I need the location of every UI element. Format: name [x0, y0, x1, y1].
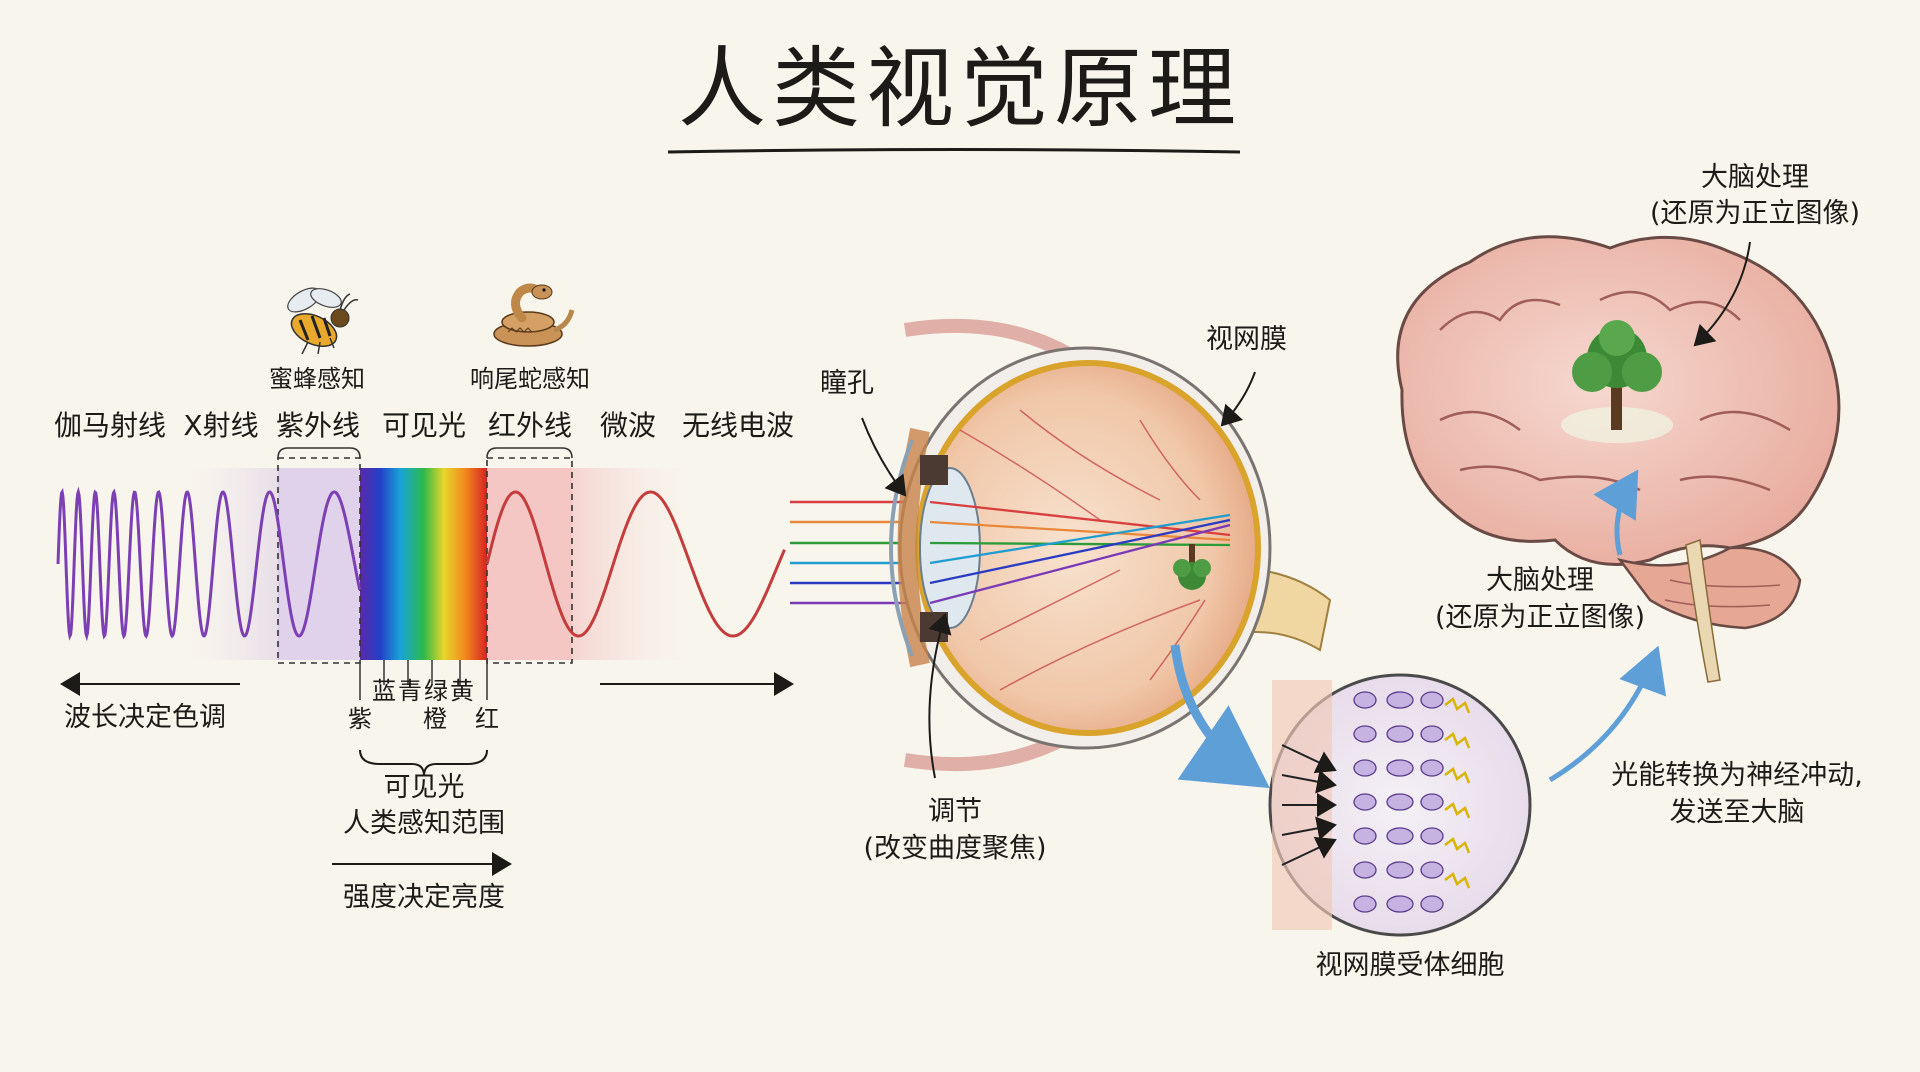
receptor-cell [1386, 861, 1414, 879]
refracted-rays [929, 500, 1231, 605]
brain-mid-label: 大脑处理 [1486, 565, 1594, 596]
visible-brace [359, 749, 488, 777]
receptor-cell [1420, 759, 1444, 777]
band-xray: X射线 [183, 409, 259, 442]
receptor-cell [1386, 759, 1414, 777]
receptor-cell [1353, 827, 1377, 845]
color-green: 绿 [424, 677, 448, 705]
accommodation-pointer [928, 613, 952, 779]
visible-light-range: 人类感知范围 [343, 808, 505, 839]
title-underline [667, 148, 1241, 154]
band-microwave: 微波 [599, 409, 657, 442]
visible-band [360, 468, 487, 660]
receptor-cell [1420, 793, 1444, 811]
color-cyan: 青 [398, 677, 422, 705]
receptor-cell [1386, 895, 1414, 913]
pupil-label: 瞳孔 [820, 368, 874, 399]
band-infrared: 红外线 [487, 409, 573, 442]
receptor-cell [1386, 725, 1414, 743]
brain-illustration [1396, 235, 1841, 683]
retina-pointer [1220, 371, 1256, 427]
brain-inner-arrow [1593, 469, 1639, 556]
accommodation-label: 调节 [928, 796, 982, 827]
color-yellow: 黄 [450, 677, 474, 705]
microwave-haze [572, 468, 682, 660]
receptor-cell [1353, 895, 1377, 913]
receptor-cell [1353, 759, 1377, 777]
receptor-cell [1386, 827, 1414, 845]
band-radio: 无线电波 [681, 409, 795, 442]
receptor-cell [1420, 725, 1444, 743]
wavelength-label: 波长决定色调 [64, 702, 226, 733]
receptor-cell [1353, 725, 1377, 743]
brain-top-pointer [1693, 241, 1751, 347]
color-ticks [359, 660, 488, 700]
receptor-cell [1420, 691, 1444, 709]
accommodation-note: (改变曲度聚焦) [863, 833, 1047, 864]
color-red: 红 [475, 705, 499, 733]
page-title: 人类视觉原理 [677, 37, 1242, 140]
receptor-cell [1420, 861, 1444, 879]
ir-band [487, 468, 572, 660]
short-wave [56, 486, 362, 642]
color-orange: 橙 [423, 705, 447, 733]
receptor-cell [1386, 793, 1414, 811]
cells-to-brain-arrow [1548, 645, 1667, 783]
visible-light-title: 可见光 [383, 772, 465, 803]
retina-label: 视网膜 [1206, 324, 1287, 355]
band-visible: 可见光 [381, 409, 467, 442]
bee-bracket [277, 447, 361, 459]
receptor-cell [1353, 691, 1377, 709]
receptor-cell [1420, 895, 1444, 913]
snake-illustration [493, 283, 575, 347]
bee-illustration [287, 287, 359, 355]
color-violet: 紫 [348, 705, 372, 733]
long-wave [485, 490, 786, 638]
receptor-cell [1353, 861, 1377, 879]
brain-mid-note: (还原为正立图像) [1434, 602, 1646, 633]
conversion-line2: 发送至大脑 [1669, 797, 1805, 828]
intensity-label: 强度决定亮度 [343, 882, 505, 913]
snake-perception-label: 响尾蛇感知 [470, 365, 590, 393]
color-blue: 蓝 [372, 677, 396, 705]
receptor-cell [1386, 691, 1414, 709]
band-uv: 紫外线 [275, 409, 361, 442]
pupil-pointer [861, 417, 907, 497]
receptor-cells-label: 视网膜受体细胞 [1315, 950, 1505, 981]
brain-top-note: (还原为正立图像) [1649, 198, 1861, 229]
receptor-cell [1420, 827, 1444, 845]
uv-band [278, 468, 360, 660]
conversion-line1: 光能转换为神经冲动, [1611, 760, 1863, 791]
snake-bracket [486, 447, 573, 459]
bee-perception-label: 蜜蜂感知 [269, 365, 365, 393]
inverted-tree-image [1173, 544, 1211, 590]
eye-to-cells-arrow [1170, 644, 1270, 789]
receptor-cells-illustration [1268, 673, 1532, 937]
receptor-cell [1353, 793, 1377, 811]
band-gamma: 伽马射线 [53, 409, 167, 442]
brain-top-label: 大脑处理 [1701, 162, 1809, 193]
